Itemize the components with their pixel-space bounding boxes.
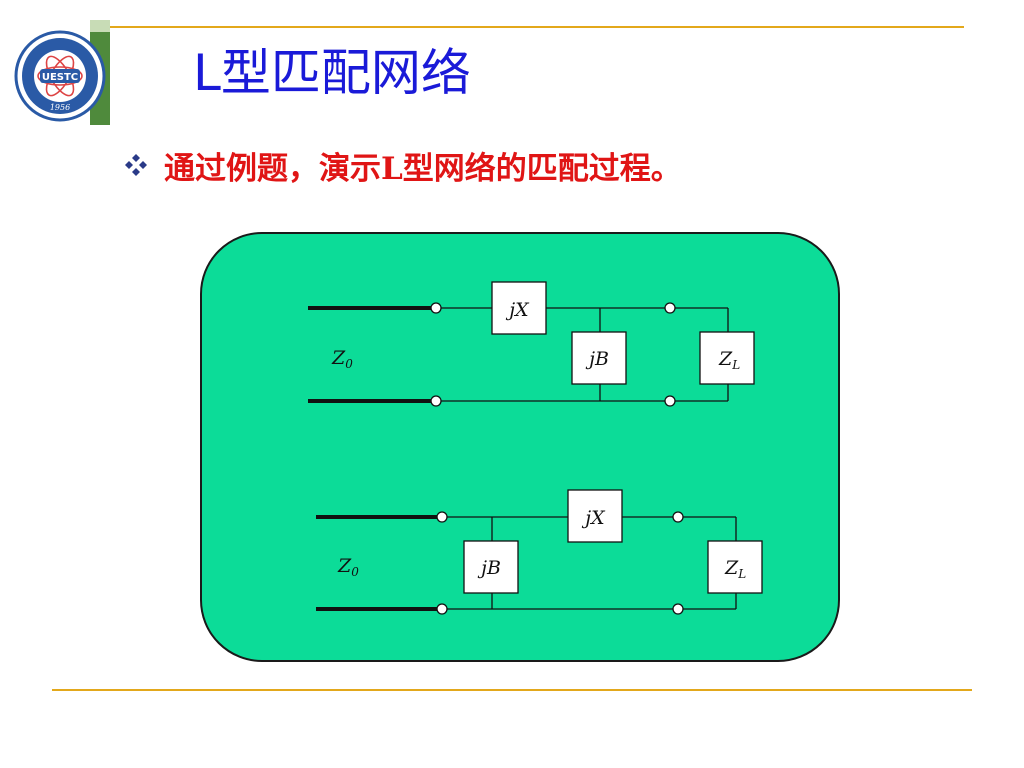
logo-abbrev: UESTC [42, 72, 78, 83]
shunt-susceptance-label: jB [585, 348, 609, 370]
series-reactance-box [567, 489, 623, 543]
load-impedance-label: ZL [724, 557, 746, 581]
source-impedance-label: Z0 [331, 347, 353, 371]
bottom-rule [52, 689, 972, 691]
terminal-node [436, 603, 448, 615]
shunt-susceptance-box [463, 540, 519, 594]
terminal-node [436, 511, 448, 523]
circuit-diagrams: Z0 jX jB ZL Z0 jX jB ZL [308, 281, 763, 615]
bullet-item: 通过例题，演示L型网络的匹配过程。 [122, 140, 682, 190]
l-network-diagram-1 [308, 281, 755, 407]
diamond-bullet-icon [125, 154, 147, 176]
shunt-susceptance-label: jB [477, 557, 501, 579]
terminal-node [672, 603, 684, 615]
logo-year: 1956 [50, 103, 70, 112]
load-impedance-box [707, 540, 763, 594]
university-logo: UESTC 1956 [14, 30, 106, 122]
slide-title: L型匹配网络 [193, 44, 471, 102]
series-reactance-label: jX [505, 299, 530, 321]
terminal-node [430, 302, 442, 314]
source-impedance-label: Z0 [337, 555, 359, 579]
load-impedance-label: ZL [718, 348, 740, 372]
series-reactance-box [491, 281, 547, 335]
top-rule [110, 26, 964, 28]
terminal-node [664, 302, 676, 314]
terminal-node [672, 511, 684, 523]
terminal-node [430, 395, 442, 407]
load-impedance-box [699, 331, 755, 385]
shunt-susceptance-box [571, 331, 627, 385]
circuit-diagram-panel: Z0 jX jB ZL Z0 jX jB ZL [200, 232, 840, 662]
series-reactance-label: jX [581, 507, 606, 529]
terminal-node [664, 395, 676, 407]
bullet-text: 通过例题，演示L型网络的匹配过程。 [164, 150, 682, 187]
l-network-diagram-2 [316, 489, 763, 615]
